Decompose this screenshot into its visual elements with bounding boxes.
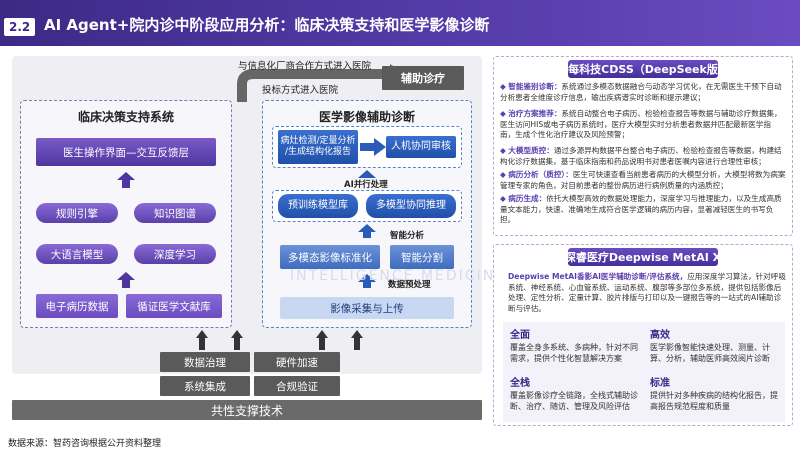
- huimei-item: ◆ 病历分析（质控）：医生可快速查看当前患者病历的大模型分析，大模型将数为病案管…: [500, 170, 786, 191]
- human-review: 人机协同审核: [386, 136, 456, 158]
- huimei-item: ◆ 病历生成：依托大模型高效的数据处理能力，深度学习与推理能力，以及生成高质量文…: [500, 194, 786, 226]
- note-cooperation: 与信息化厂商合作方式进入医院: [238, 61, 372, 72]
- huimei-item-text: 医生可快速查看当前患者病历的大模型分析，大模型将数为病案管理专家的角色，对目前患…: [500, 170, 786, 190]
- note-bidding: 投标方式进入医院: [262, 85, 339, 96]
- huimei-item-head: 病历分析（质控）：: [508, 170, 573, 179]
- multimodal-standardize: 多模态影像标准化: [280, 245, 380, 269]
- huimei-item-text: 通过多源异构数据平台整合电子病历、检验检查报告等数据，构建结构化诊疗数据集，基于…: [500, 146, 782, 166]
- smart-segment: 智能分割: [390, 245, 454, 269]
- bullet-icon: ◆: [500, 146, 509, 155]
- huimei-item-head: 智能鉴别诊断：: [508, 82, 562, 91]
- deepwise-cell-text: 提供针对多种疾病的结构化报告，提高报告规范程度和质量: [650, 391, 778, 411]
- system-integration: 系统集成: [160, 376, 250, 396]
- pretrain-library: 预训练模型库: [278, 194, 358, 218]
- huimei-item: ◆ 治疗方案推荐：系统自动整合电子病历、检验检查报告等数据与辅助诊疗数据集，医生…: [500, 109, 786, 141]
- huimei-item: ◆ 大模型质控：通过多源异构数据平台整合电子病历、检验检查报告等数据，构建结构化…: [500, 146, 786, 167]
- deepwise-cell-text: 医学影像智能快速处理、测量、计算、分析，辅助医师高效阅片诊断: [650, 343, 770, 363]
- up-arrow-icon: [358, 170, 376, 178]
- common-tech: 共性支撑技术: [12, 400, 482, 420]
- bullet-icon: ◆: [500, 194, 509, 203]
- deep-learning: 深度学习: [134, 244, 216, 264]
- support-arrows-icon: [196, 330, 363, 350]
- huimei-item-head: 治疗方案推荐：: [508, 109, 562, 118]
- deepwise-cell-head: 高效: [650, 330, 670, 341]
- deepwise-cell-text: 覆盖影像诊疗全链路，全栈式辅助诊断、治疗、随访、管理及风险评估: [510, 391, 638, 411]
- deepwise-cell-head: 标准: [650, 378, 670, 389]
- page-title: AI Agent+院内诊中阶段应用分析：临床决策支持和医学影像诊断: [44, 16, 490, 34]
- huimei-item-head: 病历生成：: [508, 194, 547, 203]
- multi-model-inference: 多模型协同推理: [366, 194, 456, 218]
- bullet-icon: ◆: [500, 82, 509, 91]
- emr-data: 电子病历数据: [36, 294, 118, 318]
- ebm-library: 循证医学文献库: [126, 294, 222, 318]
- hardware-accel: 硬件加速: [254, 352, 340, 372]
- deepwise-cell-head: 全面: [510, 330, 530, 341]
- huimei-item-head: 大模型质控：: [508, 146, 554, 155]
- header-bar: 2.2 AI Agent+院内诊中阶段应用分析：临床决策支持和医学影像诊断: [0, 0, 800, 46]
- source-note: 数据来源：智药咨询根据公开资料整理: [8, 439, 162, 449]
- rule-engine: 规则引擎: [36, 203, 118, 223]
- lesion-report: 病灶检测/定量分析 /生成结构化报告: [278, 130, 358, 164]
- deepwise-title: 深睿医疗Deepwise MetAI X: [565, 248, 721, 266]
- bullet-icon: ◆: [500, 109, 509, 118]
- deepwise-intro: Deepwise MetAI香影AI医学辅助诊断/评估系统，应用深度学习算法，针…: [508, 272, 786, 314]
- up-arrow-icon: [358, 224, 376, 232]
- huimei-title: 惠每科技CDSS（DeepSeek版）: [557, 60, 729, 78]
- smart-analysis-label: 智能分析: [390, 231, 425, 241]
- huimei-item-text: 依托大模型高效的数据处理能力，深度学习与推理能力，以及生成高质量文本能力，快速、…: [500, 194, 782, 224]
- section-number: 2.2: [4, 18, 36, 36]
- up-arrow-icon: [117, 272, 135, 280]
- deepwise-intro-head: Deepwise MetAI香影AI医学辅助诊断/评估系统，: [508, 272, 688, 281]
- huimei-card: [493, 56, 793, 236]
- deepwise-cell-head: 全栈: [510, 378, 530, 389]
- compliance: 合规验证: [254, 376, 340, 396]
- huimei-item: ◆ 智能鉴别诊断：系统通过多模态数据融合与动态学习优化，在无需医生干预下自动分析…: [500, 82, 786, 103]
- llm: 大语言模型: [36, 244, 118, 264]
- ai-parallel-label: AI并行处理: [344, 180, 388, 190]
- deepwise-cell-text: 覆盖全身多系统、多病种，针对不同需求，提供个性化智慧解决方案: [510, 343, 638, 363]
- huimei-item-text: 系统通过多模态数据融合与动态学习优化，在无需医生干预下自动分析患者全维度诊疗信息…: [500, 82, 782, 102]
- data-governance: 数据治理: [160, 352, 250, 372]
- up-arrow-icon: [117, 172, 135, 180]
- up-arrow-icon: [358, 274, 376, 282]
- right-arrow-icon: [360, 138, 386, 156]
- preprocess-label: 数据预处理: [388, 280, 431, 290]
- imaging-title: 医学影像辅助诊断: [318, 110, 415, 124]
- deepwise-intro-text: 应用深度学习算法，针对呼吸系统、神经系统、心血管系统、运动系统、腹部等多部位多系…: [508, 272, 786, 313]
- watermark: INTELLIGENCE MEDICINE: [290, 268, 507, 284]
- bullet-icon: ◆: [500, 170, 509, 179]
- huimei-item-text: 系统自动整合电子病历、检验检查报告等数据与辅助诊疗数据集，医生访问HIS或电子病…: [500, 109, 782, 139]
- image-upload: 影像采集与上传: [280, 297, 454, 319]
- interaction-layer: 医生操作界面—交互反馈层: [36, 138, 216, 166]
- aux-diag-badge: 辅助诊疗: [382, 66, 464, 90]
- knowledge-graph: 知识图谱: [134, 203, 216, 223]
- cdss-title: 临床决策支持系统: [77, 110, 174, 124]
